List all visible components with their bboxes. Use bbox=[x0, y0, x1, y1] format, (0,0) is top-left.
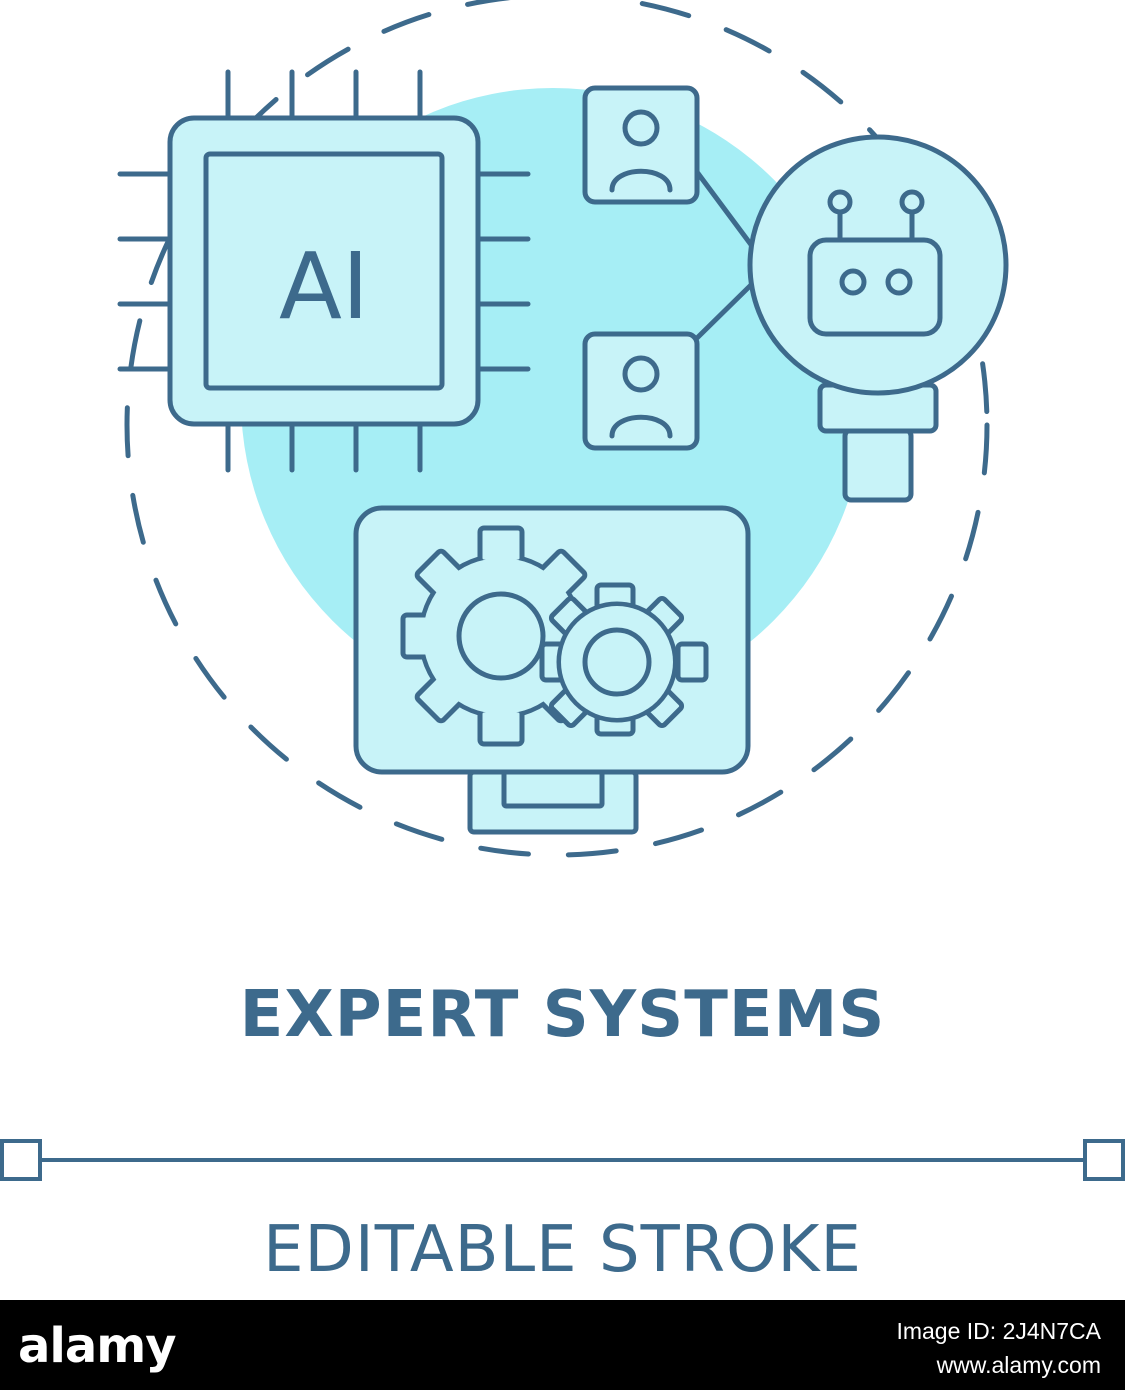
stroke-handle-right bbox=[1083, 1139, 1125, 1181]
footer-url[interactable]: www.alamy.com bbox=[936, 1352, 1101, 1378]
user-card-bottom-icon bbox=[582, 331, 700, 451]
editable-stroke-line bbox=[0, 1139, 1125, 1181]
subtitle: EDITABLE STROKE bbox=[263, 1213, 862, 1287]
monitor-gears-icon bbox=[353, 505, 751, 835]
brand-logo[interactable]: alamy bbox=[18, 1318, 177, 1374]
image-id: Image ID: 2J4N7CA bbox=[896, 1318, 1101, 1344]
robot-magnifier-icon bbox=[747, 134, 1009, 503]
title: EXPERT SYSTEMS bbox=[239, 978, 886, 1052]
footer-banner: alamy Image ID: 2J4N7CA www.alamy.com bbox=[0, 1300, 1125, 1390]
ai-chip-icon bbox=[117, 69, 531, 473]
stroke-handle-left bbox=[0, 1139, 42, 1181]
dashed-circle bbox=[124, 0, 990, 858]
expert-systems-illustration: AI bbox=[0, 0, 1125, 1181]
chip-label: AI bbox=[279, 233, 369, 340]
small-gear-icon bbox=[539, 582, 709, 737]
user-card-top-icon bbox=[582, 85, 700, 205]
connector-lines bbox=[694, 169, 755, 341]
